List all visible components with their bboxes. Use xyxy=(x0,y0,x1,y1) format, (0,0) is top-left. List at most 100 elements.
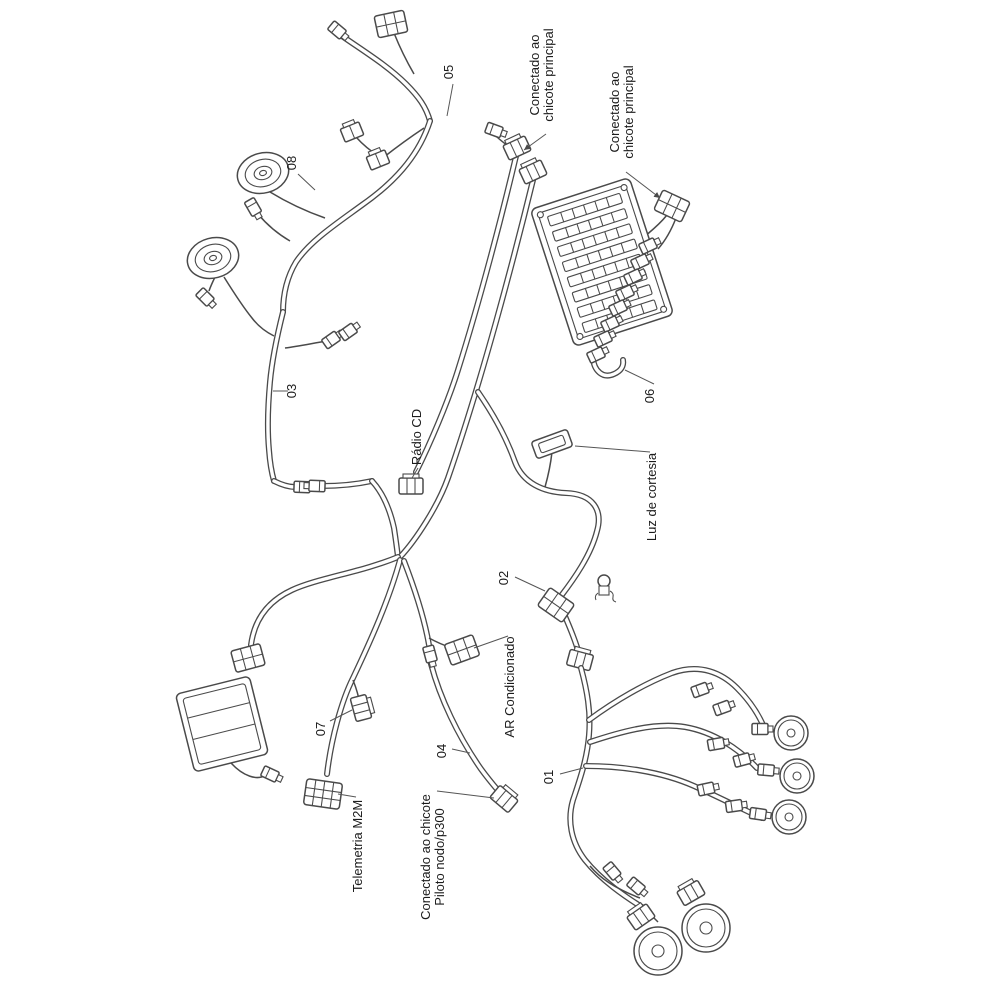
leader-line xyxy=(514,576,546,592)
connector-icon xyxy=(243,196,266,222)
harness-05-tube xyxy=(339,33,433,124)
callout-telemetria-m2m: Telemetria M2M xyxy=(350,800,365,892)
callout-conectado-principal-top-line1: Conectado ao xyxy=(527,35,542,116)
leader-line xyxy=(297,173,316,191)
tube-core xyxy=(398,178,535,559)
leader-line xyxy=(624,369,655,385)
leader-line xyxy=(436,790,495,799)
harness-01 xyxy=(567,665,815,976)
gauge-icon xyxy=(771,799,807,835)
callout-conectado-piloto-line1: Conectado ao chicote xyxy=(418,794,433,920)
label-08: 08 xyxy=(284,156,299,170)
speaker-icon xyxy=(181,231,245,285)
harness-02 xyxy=(475,389,617,672)
leader-line xyxy=(446,83,454,117)
gauge-icon xyxy=(633,926,683,976)
tube-core xyxy=(281,119,432,314)
connector-icon xyxy=(625,875,651,900)
tube-core xyxy=(340,34,432,123)
tube-core xyxy=(429,662,503,796)
connector-icon xyxy=(421,644,440,669)
harness-03 xyxy=(264,309,401,560)
callout-conectado-principal-right-line1: Conectado ao xyxy=(607,72,622,153)
fuse-panel-group xyxy=(531,178,691,346)
leader-line xyxy=(625,171,661,199)
radio-cd-connector-icon xyxy=(398,473,424,495)
clip-wire-a xyxy=(257,213,291,242)
relay-wire-a xyxy=(383,127,425,158)
harness-03-down xyxy=(369,478,401,560)
speaker-a-wire xyxy=(269,191,326,219)
relay-connector-icon xyxy=(337,117,365,143)
branch-wire xyxy=(284,340,328,349)
leader-line xyxy=(574,445,651,453)
bottom-gauge-wire2 xyxy=(589,865,641,899)
connector-icon xyxy=(711,697,737,717)
gauge-connector-icon xyxy=(751,722,774,736)
tube-core xyxy=(249,555,400,647)
connector-icon xyxy=(689,679,715,699)
callout-radio-cd: Rádio CD xyxy=(409,409,424,465)
tube-core xyxy=(325,558,402,776)
fuse-connector-icon xyxy=(585,343,611,365)
main-harness-connector-icon xyxy=(653,188,691,224)
gauge-icon xyxy=(681,903,731,953)
connector-icon xyxy=(194,286,219,311)
connector-icon xyxy=(259,764,285,786)
tube-core xyxy=(584,764,764,820)
tube-core xyxy=(402,559,431,647)
telemetria-connector-icon xyxy=(302,777,344,811)
connector-07-icon xyxy=(349,692,377,723)
telemetry-module xyxy=(175,676,269,772)
leader-line xyxy=(329,709,353,722)
ac-connector-icon xyxy=(443,633,481,667)
tube-core xyxy=(587,667,768,734)
label-05: 05 xyxy=(441,65,456,79)
gauge-connector-icon xyxy=(748,806,773,823)
leader-line xyxy=(523,133,547,151)
tube-core xyxy=(266,310,285,483)
harness-05-08 xyxy=(181,9,433,337)
harness-radio xyxy=(397,121,549,560)
solenoid-valve-icon xyxy=(594,574,617,603)
tube-core xyxy=(370,479,400,559)
speaker-b-wire xyxy=(223,276,275,337)
label-03: 03 xyxy=(284,384,299,398)
harness-06 xyxy=(585,234,663,379)
labels: 05 08 03 06 02 07 04 01 Rádio CD Luz de … xyxy=(273,28,661,920)
tube-core xyxy=(588,723,759,770)
callout-luz-de-cortesia: Luz de cortesia xyxy=(644,452,659,541)
connector-icon xyxy=(483,121,509,141)
label-01: 01 xyxy=(541,770,556,784)
harness-04-tube-b xyxy=(428,661,504,797)
harness-05-wire xyxy=(393,32,415,75)
label-06: 06 xyxy=(642,389,657,403)
gauge-icon xyxy=(773,715,809,751)
speaker-icon xyxy=(231,146,295,200)
second-diagonal-tube xyxy=(397,177,536,560)
leader-line xyxy=(337,793,357,798)
connector-icon xyxy=(536,586,576,624)
callout-conectado-principal-right-line2: chicote principal xyxy=(621,65,636,158)
fuse-feed-wire2 xyxy=(657,217,677,250)
leader-line xyxy=(451,748,471,754)
label-02: 02 xyxy=(496,571,511,585)
leader-line xyxy=(559,767,584,775)
callout-ar-condicionado: AR Condicionado xyxy=(502,636,517,737)
gauge-connector-icon xyxy=(623,899,657,932)
gauge-icon xyxy=(779,758,815,794)
callout-conectado-piloto-line2: Piloto nodo/p300 xyxy=(432,808,447,906)
tube-core xyxy=(414,150,519,474)
connector-icon xyxy=(337,319,363,342)
harness-left xyxy=(175,554,522,814)
harness-08-tube xyxy=(280,118,433,315)
label-04: 04 xyxy=(434,744,449,758)
connector-icon xyxy=(516,155,549,186)
connector-icon xyxy=(706,735,731,752)
leader-line xyxy=(411,467,419,479)
tube-core xyxy=(320,479,374,488)
callout-conectado-principal-top-line2: chicote principal xyxy=(541,28,556,121)
connector-icon xyxy=(373,9,409,39)
label-07: 07 xyxy=(313,722,328,736)
